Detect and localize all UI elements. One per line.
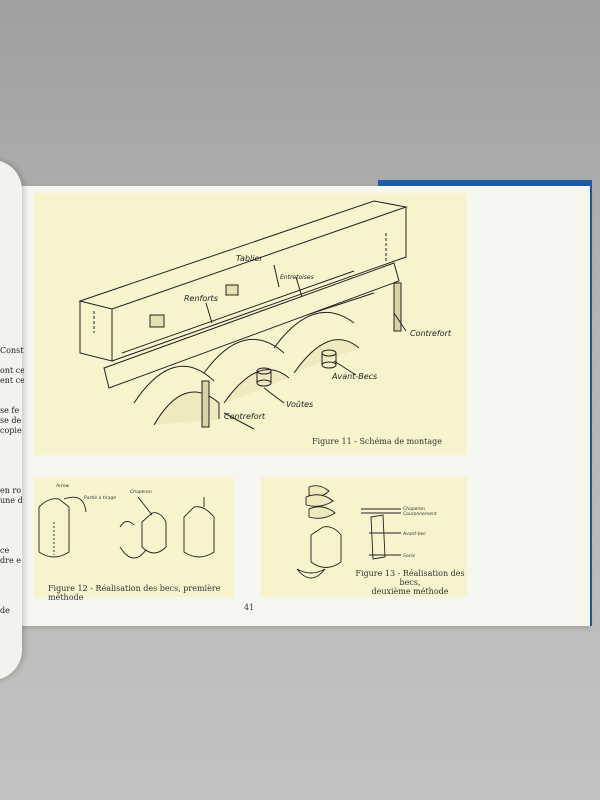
figure-13-caption: Figure 13 - Réalisation des becs, deuxiè… [355, 569, 465, 596]
label-avant-becs: Avant-Becs [331, 372, 377, 381]
label-partie-a-tirage: Partie à tirage [84, 494, 116, 501]
figure-13-panel: Chaperon Couronnement Avant-bec Socle Fi… [261, 477, 467, 597]
figure-13-caption-line1: Figure 13 - Réalisation des becs, [355, 569, 465, 587]
label-couronnement: Couronnement [403, 511, 437, 517]
becs-first-method-diagram: Arrow Partie à tirage Chaperon [38, 483, 215, 559]
label-avant-bec: Avant-bec [402, 531, 426, 537]
label-contrefort-left: Contrefort [224, 412, 266, 421]
left-page-text: se de [0, 416, 22, 425]
left-page-text: Construct [0, 346, 24, 355]
left-page-text: de [0, 606, 10, 615]
page-number: 41 [244, 603, 255, 612]
label-entretoises: Entretoises [280, 274, 314, 281]
left-page-text: ent ce [0, 376, 24, 385]
label-contrefort-right: Contrefort [410, 329, 452, 338]
left-page-text: en ro [0, 486, 22, 495]
left-page-text: se fe [0, 406, 20, 415]
figure-11-caption: Figure 11 - Schéma de montage [312, 437, 442, 446]
label-arrow: Arrow [55, 483, 70, 489]
label-renforts: Renforts [184, 294, 218, 303]
label-chaperon: Chaperon [403, 506, 425, 512]
label-tablier: Tablier [236, 254, 263, 263]
left-page-text: une d [0, 496, 23, 505]
label-voutes: Voûtes [286, 399, 313, 409]
left-page: Construct ont ce ent ce se fe se de copi… [0, 160, 24, 680]
left-page-text: copie [0, 426, 22, 435]
figure-11-panel: Tablier Entretoises Renforts Contrefort … [34, 193, 467, 455]
figure-12-panel: Arrow Partie à tirage Chaperon Figure 12… [34, 477, 234, 602]
figure-13-caption-line2: deuxième méthode [371, 587, 449, 596]
figure-12-caption: Figure 12 - Réalisation des becs, premiè… [48, 584, 221, 602]
left-page-text: dre e [0, 556, 21, 565]
left-page-text: ce [0, 546, 10, 555]
becs-second-method-diagram: Chaperon Couronnement Avant-bec Socle [296, 485, 437, 579]
left-page-text: ont ce [0, 366, 24, 375]
label-socle: Socle [403, 553, 415, 559]
bridge-assembly-diagram: Tablier Entretoises Renforts Contrefort … [78, 200, 452, 430]
label-chaperon: Chaperon [130, 489, 152, 495]
